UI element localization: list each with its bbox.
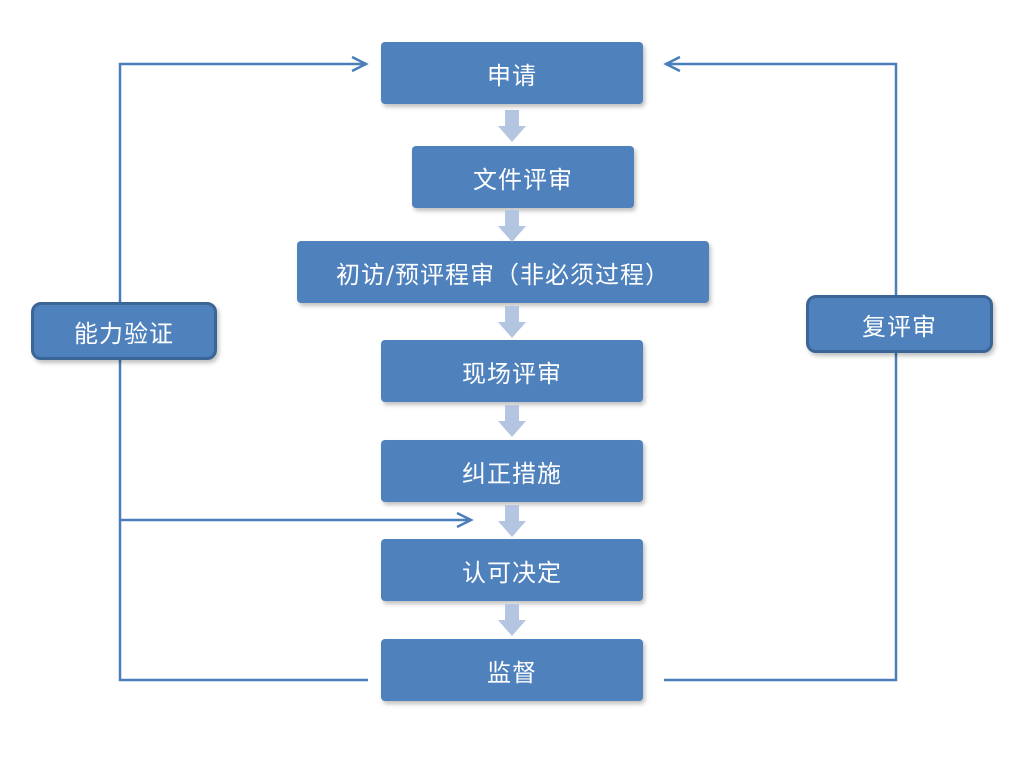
reassessment-box: 复评审 [806,295,993,353]
left-loop-arrowhead [351,55,369,73]
left-loop-line [118,62,368,682]
right-loop-line [664,62,898,682]
left-branch-arrowhead [456,511,474,529]
step-document-review: 文件评审 [412,146,634,208]
step-preliminary-visit: 初访/预评程审（非必须过程） [297,241,709,303]
down-arrow-icon [498,604,526,636]
step-apply: 申请 [381,42,643,104]
step-corrective-action: 纠正措施 [381,440,643,502]
step-surveillance: 监督 [381,639,643,701]
proficiency-testing-box: 能力验证 [31,302,217,360]
down-arrow-icon [498,405,526,437]
down-arrow-icon [498,505,526,537]
down-arrow-icon [498,306,526,338]
right-loop-arrowhead [663,55,681,73]
down-arrow-icon [498,110,526,142]
step-accreditation-decision: 认可决定 [381,539,643,601]
down-arrow-icon [498,210,526,242]
step-onsite-assessment: 现场评审 [381,340,643,402]
